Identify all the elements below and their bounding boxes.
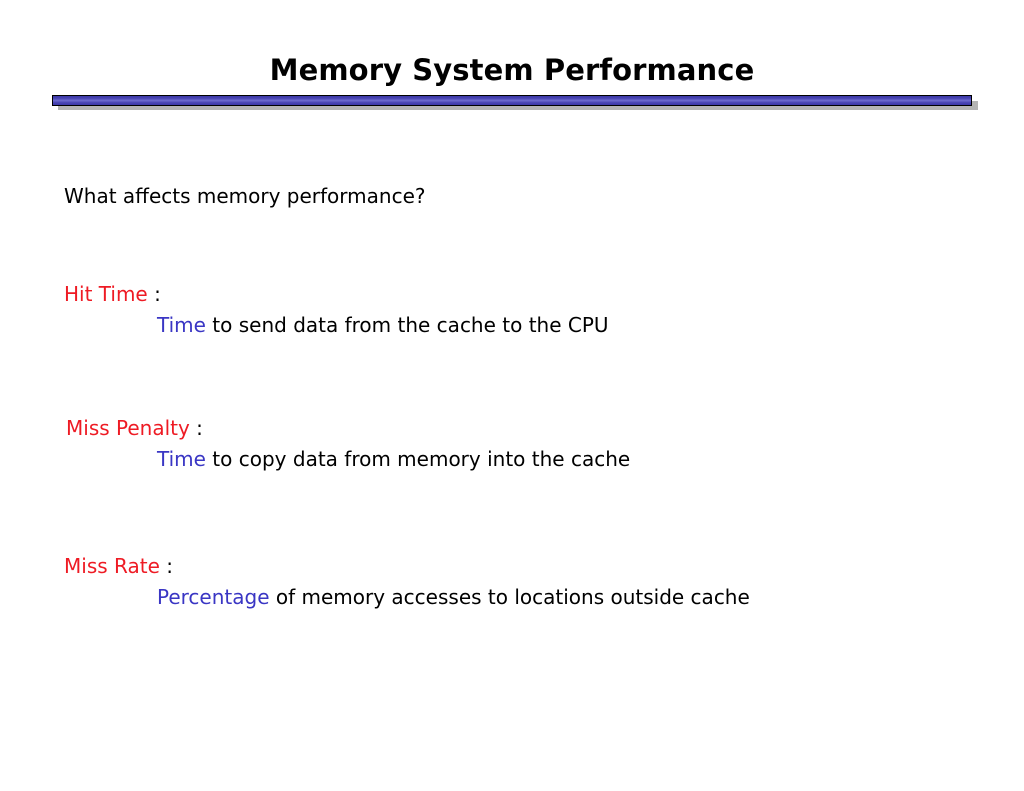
definition-detail-hit-time: Time to send data from the cache to the … bbox=[157, 312, 609, 338]
definition-detail-miss-penalty: Time to copy data from memory into the c… bbox=[157, 446, 630, 472]
term-label: Miss Penalty bbox=[66, 416, 190, 440]
detail-emphasis: Time bbox=[157, 447, 206, 471]
term-separator: : bbox=[159, 554, 173, 578]
term-label: Hit Time bbox=[64, 282, 148, 306]
term-separator: : bbox=[189, 416, 203, 440]
definition-detail-miss-rate: Percentage of memory accesses to locatio… bbox=[157, 584, 750, 610]
definition-term-miss-rate: Miss Rate : bbox=[64, 553, 173, 579]
definition-term-miss-penalty: Miss Penalty : bbox=[66, 415, 203, 441]
lead-question: What affects memory performance? bbox=[64, 184, 426, 208]
detail-emphasis: Time bbox=[157, 313, 206, 337]
title-divider-bar bbox=[52, 95, 972, 106]
detail-text: to copy data from memory into the cache bbox=[205, 447, 631, 471]
definition-term-hit-time: Hit Time : bbox=[64, 281, 161, 307]
title-divider bbox=[52, 95, 978, 110]
detail-text: to send data from the cache to the CPU bbox=[205, 313, 609, 337]
detail-text: of memory accesses to locations outside … bbox=[269, 585, 750, 609]
page-title: Memory System Performance bbox=[269, 53, 755, 87]
term-label: Miss Rate bbox=[64, 554, 160, 578]
detail-emphasis: Percentage bbox=[157, 585, 270, 609]
term-separator: : bbox=[147, 282, 161, 306]
